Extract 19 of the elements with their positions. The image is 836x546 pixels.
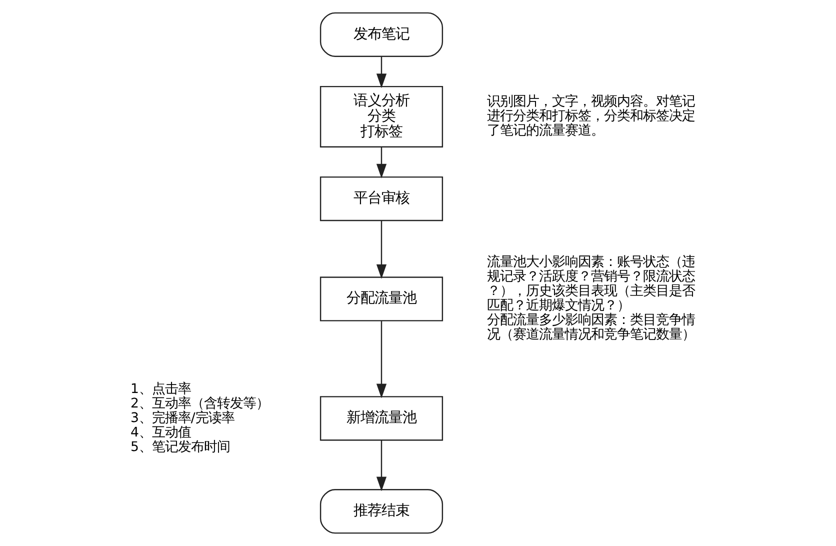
arrow xyxy=(376,147,387,178)
arrow xyxy=(376,220,387,279)
node-label: 5、笔记发布时间 xyxy=(130,440,230,455)
node-box: 语义分析 分类 打标签 xyxy=(320,86,444,148)
node-box: 平台审核 xyxy=(320,176,444,222)
node-label: 1、点击率 xyxy=(130,382,191,397)
node-label: 3、完播率/完读率 xyxy=(130,410,234,426)
node-box: 新增流量池 xyxy=(320,396,444,441)
node-label: 识别图片，文字，视频内容。对笔记进行分类和打标签，分类和标签决定了笔记的流量赛道。 xyxy=(487,94,696,139)
node-label: 分配流量多少影响因素：类目竞争情况（赛道流量情况和竞争笔记数量） xyxy=(487,313,696,343)
node-box: 发布笔记 xyxy=(320,12,444,57)
node-box: 推荐结束 xyxy=(320,489,444,534)
arrow xyxy=(376,56,387,88)
arrow xyxy=(376,440,387,492)
arrow xyxy=(376,321,387,398)
node-label: 4、互动值 xyxy=(130,425,191,440)
node-label: 流量池大小影响因素：账号状态（违规记录？活跃度？营销号？限流状态？），历史该类目表现（主类目是否匹配？近期爆文情况？） xyxy=(487,255,696,314)
node-box: 分配流量池 xyxy=(320,276,444,322)
node-label: 2、互动率（含转发等） xyxy=(130,396,269,412)
